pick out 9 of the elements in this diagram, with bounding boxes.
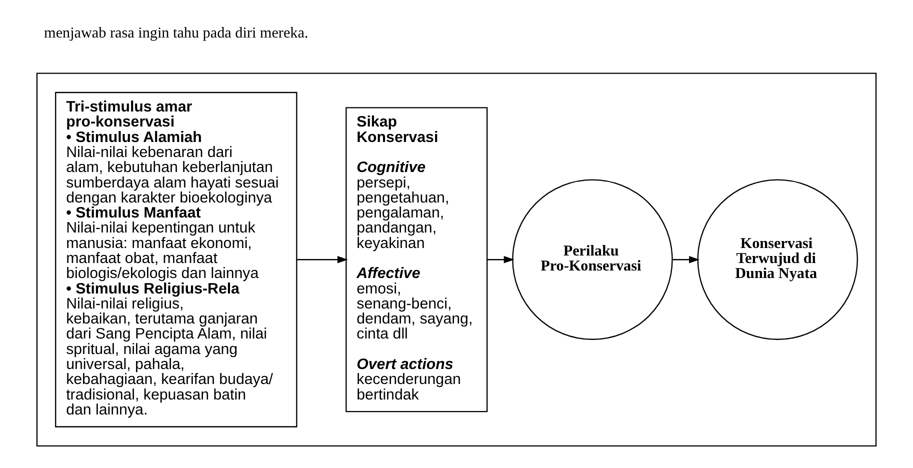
arrow — [672, 256, 700, 264]
arrow — [487, 256, 514, 264]
node-circle: Konservasi Terwujud di Dunia Nyata — [697, 179, 858, 340]
label: menjawab rasa ingin tahu pada diri mereka. — [44, 26, 308, 42]
node-box: Tri-stimulus amar pro-konservasi • Stimulus Alamiah Nilai-nilai kebenaran dari alam, kebutuhan keberlanjutan sumberdaya alam hayati sesuai dengan karakter bioekologinya • Stimulus Manfaat Nilai-nilai kepentingan untuk manusia: manfaat ekonomi, manfaat obat, manfaat biologis/ekologis dan lainnya • Stimulus Religius-Rela Nilai-nilai religius, kebaikan, terutama ganjaran dari Sang Pencipta Alam, nilai spritual, nilai agama yang universal, pahala, kebahagiaan, kearifan budaya/ tradisional, kepuasan batin dan lainnya. — [55, 92, 298, 428]
node-box: Sikap Konservasi Cognitive persepi, pengetahuan, pengalaman, pandangan, keyakinan Affective emosi, senang-benci, dendam, sayang, cinta dll Overt actions kecenderungan bertindak — [346, 107, 488, 412]
node-circle: Perilaku Pro-Konservasi — [512, 179, 673, 340]
arrow — [296, 256, 348, 264]
cluster — [36, 72, 877, 447]
